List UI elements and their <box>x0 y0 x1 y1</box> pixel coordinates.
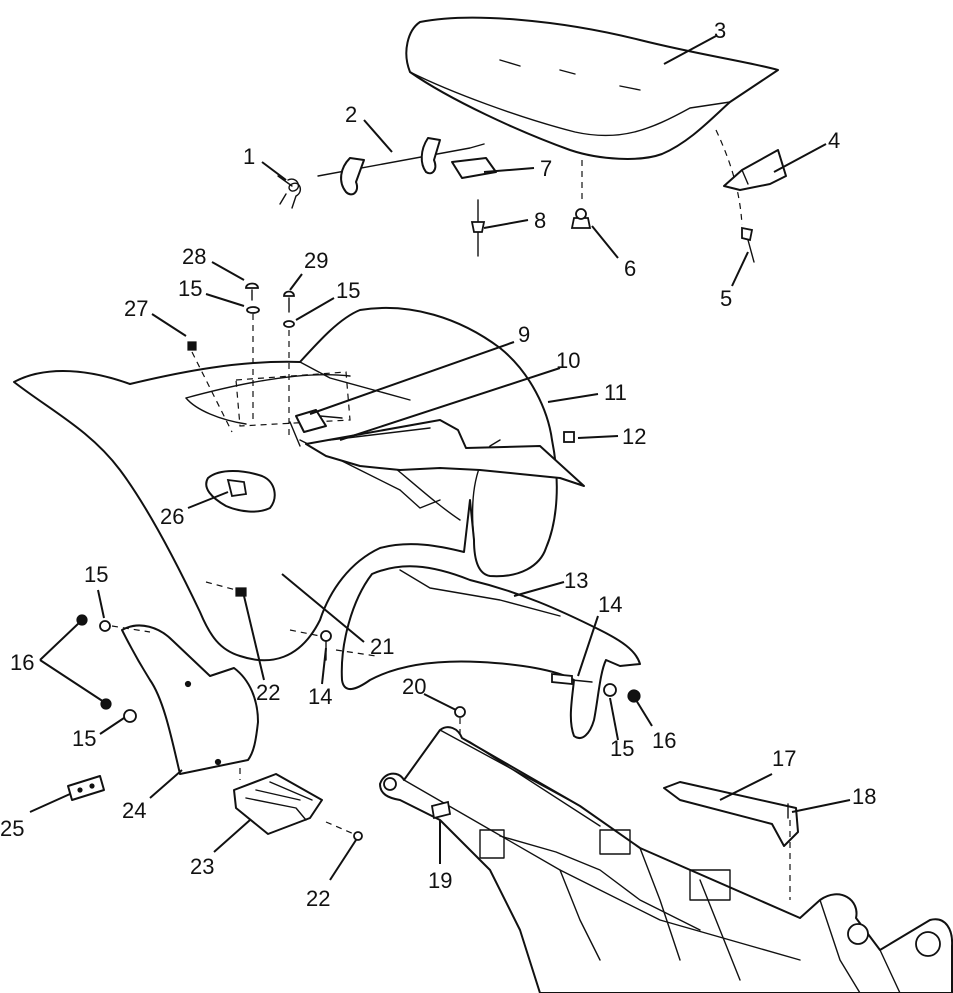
seat-latch <box>317 137 485 196</box>
callout-15-top-right: 15 <box>336 278 360 303</box>
callout-27: 27 <box>124 296 148 321</box>
callout-9: 9 <box>518 322 530 347</box>
callout-18: 18 <box>852 784 876 809</box>
callout-10: 10 <box>556 348 580 373</box>
plate-25 <box>67 775 105 801</box>
fender-latch-bracket <box>205 470 276 513</box>
callout-2: 2 <box>345 102 357 127</box>
callout-7: 7 <box>540 156 552 181</box>
bracket-23 <box>233 773 323 835</box>
callout-21: 21 <box>370 634 394 659</box>
fender-extension <box>340 565 641 739</box>
callout-28: 28 <box>182 244 206 269</box>
callout-23: 23 <box>190 854 214 879</box>
frame <box>379 726 953 993</box>
callout-17: 17 <box>772 746 796 771</box>
seat <box>405 16 779 226</box>
callout-labels: 1 2 3 4 5 6 7 8 28 29 15 15 27 9 10 11 1… <box>0 18 876 911</box>
callout-5: 5 <box>720 286 732 311</box>
spring <box>277 175 302 209</box>
nut-12 <box>563 431 575 443</box>
clip-5 <box>741 226 755 263</box>
callout-13: 13 <box>564 568 588 593</box>
callout-1: 1 <box>243 144 255 169</box>
callout-3: 3 <box>714 18 726 43</box>
callout-8: 8 <box>534 208 546 233</box>
callout-14-right: 14 <box>598 592 622 617</box>
callout-16-right: 16 <box>652 728 676 753</box>
mud-flap <box>121 624 259 775</box>
callout-24: 24 <box>122 798 146 823</box>
callout-15-left-lower: 15 <box>72 726 96 751</box>
callout-6: 6 <box>624 256 636 281</box>
callout-15-left-upper: 15 <box>84 562 108 587</box>
callout-16-left: 16 <box>10 650 34 675</box>
callout-12: 12 <box>622 424 646 449</box>
callout-22-upper: 22 <box>256 680 280 705</box>
fender-plate <box>295 409 327 433</box>
callout-14-left: 14 <box>308 684 332 709</box>
rear-fender <box>13 306 558 662</box>
latch-plate <box>451 157 497 179</box>
grommet-6 <box>570 208 592 229</box>
callout-20: 20 <box>402 674 426 699</box>
callout-15-top-left: 15 <box>178 276 202 301</box>
callout-4: 4 <box>828 128 840 153</box>
screw-8 <box>470 199 486 257</box>
callout-19: 19 <box>428 868 452 893</box>
seat-bracket <box>723 149 787 191</box>
callout-11: 11 <box>604 380 627 405</box>
bracket-17 <box>663 781 799 847</box>
callout-29: 29 <box>304 248 328 273</box>
callout-22-lower: 22 <box>306 886 330 911</box>
callout-26: 26 <box>160 504 184 529</box>
callout-25: 25 <box>0 816 24 841</box>
callout-15-right: 15 <box>610 736 634 761</box>
leader-lines <box>29 35 851 881</box>
